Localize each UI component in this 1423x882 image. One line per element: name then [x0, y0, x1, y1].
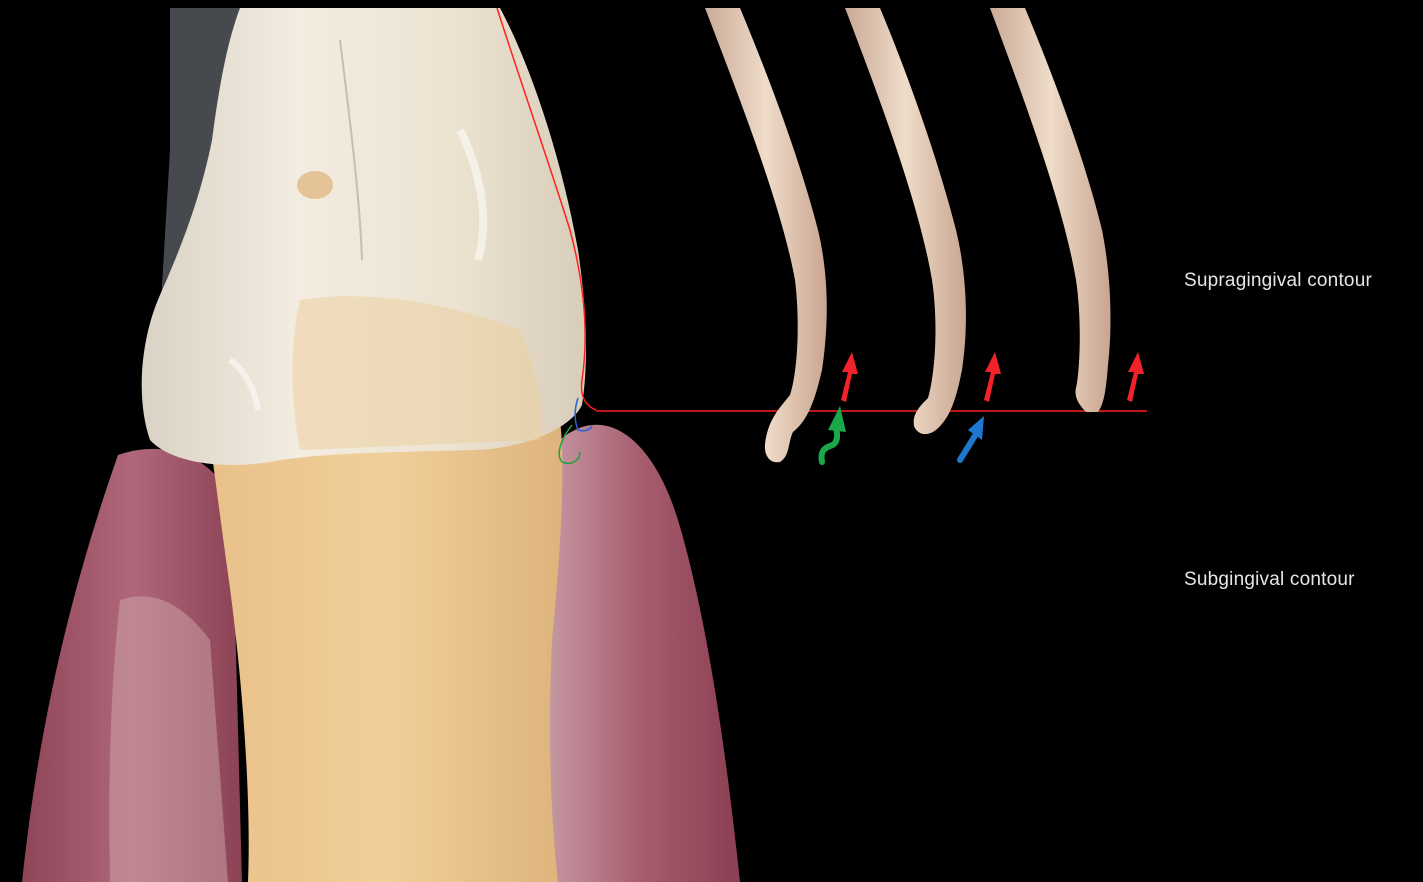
red-arrow-1 [841, 352, 858, 402]
red-arrow-3 [1127, 352, 1144, 402]
supragingival-contour-label: Supragingival contour [1184, 270, 1372, 292]
tooth-root [210, 420, 562, 882]
probe-3 [990, 8, 1110, 412]
gingiva-right [545, 425, 740, 882]
probe-1 [705, 8, 827, 462]
blue-diagonal-arrow [960, 416, 984, 460]
probe-2 [845, 8, 966, 434]
subgingival-contour-label: Subgingival contour [1184, 569, 1355, 591]
green-curved-arrow [821, 406, 846, 462]
red-arrow-2 [984, 352, 1001, 402]
